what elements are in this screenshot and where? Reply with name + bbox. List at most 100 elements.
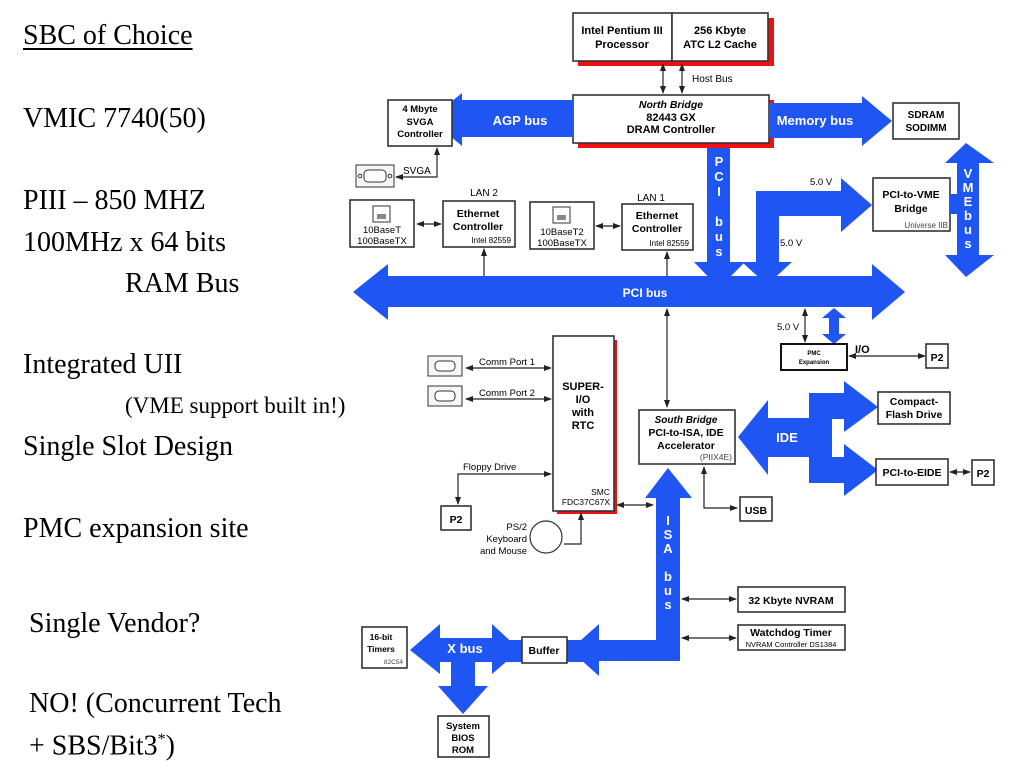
p2-label: P2: [931, 352, 944, 364]
vendor-answer-text: + SBS/Bit3: [29, 730, 158, 762]
usb-link: [701, 466, 738, 511]
timers-label-1: 16-bit: [370, 632, 393, 642]
pci-eide-box: [875, 458, 949, 486]
floppy-p2-label: P2: [450, 514, 463, 526]
lan2-controller-label-2: Controller: [453, 221, 503, 233]
pci-vme-bridge-label-1: PCI-to-VME: [882, 189, 939, 201]
bullet-slot: Single Slot Design: [23, 431, 234, 462]
super-io-label-4: RTC: [572, 420, 595, 432]
ps2-port-icon: [529, 520, 563, 554]
ethernet-jack-icon: [552, 206, 571, 224]
pmc-label-2: Expansion: [799, 360, 830, 366]
lan1-controller-label-2: Controller: [632, 223, 682, 235]
pci-bus-vertical-letter: P: [715, 154, 724, 169]
voltage-label-3: 5.0 V: [777, 322, 800, 333]
lan2-controller-box: [442, 200, 516, 248]
ps2-label-1: PS/2: [506, 522, 527, 533]
floppy-link: [455, 471, 552, 505]
svga-line: [395, 147, 440, 180]
isa-bus-vertical-letter: S: [664, 527, 673, 542]
pci-bus-vertical-letter: b: [715, 214, 723, 229]
voltage-label-2: 5.0 V: [780, 238, 803, 249]
bios-label-2: BIOS: [451, 733, 474, 744]
isa-buffer-arrowhead: [570, 624, 599, 676]
voltage-label-1: 5.0 V: [810, 177, 833, 188]
lan1-label: LAN 1: [637, 193, 665, 204]
p2-connector-box: [925, 343, 949, 369]
bullet-vendor-answer-1: NO! (Concurrent Tech: [29, 688, 282, 719]
isa-bus-vertical-letter: I: [666, 513, 670, 528]
buffer-label: Buffer: [529, 645, 560, 657]
ps2-label-2: Keyboard: [486, 534, 527, 545]
bios-box: [437, 715, 490, 758]
lan2-controller-label-1: Ethernet: [457, 208, 500, 220]
floppy-p2-box: [440, 505, 472, 531]
lan2-port-label-2: 100BaseTX: [357, 236, 407, 247]
vmebus-vertical-letter: b: [964, 208, 972, 223]
south-bridge-title: South Bridge: [655, 415, 718, 426]
vmebus-vertical-letter: s: [964, 236, 971, 251]
ethernet-jack-icon: [372, 205, 391, 223]
usb-label: USB: [745, 505, 768, 517]
super-io-label-3: with: [571, 407, 594, 419]
north-bridge-title: North Bridge: [639, 99, 703, 111]
svga-controller-box: [387, 99, 453, 147]
bios-label-1: System: [446, 721, 480, 732]
pmc-bus-arrow: [822, 308, 846, 344]
pci-vme-bridge-chip: Universe IIB: [904, 221, 948, 230]
pmc-expansion-box: [780, 343, 848, 371]
pci-bus-label: PCI bus: [623, 286, 668, 300]
lan1-controller-box: [621, 203, 694, 251]
pci-bus-vertical-letter: u: [715, 229, 723, 244]
watchdog-label: Watchdog Timer: [750, 627, 832, 639]
timers-chip: 82C54: [384, 659, 404, 666]
vmebus-arrow: [945, 143, 994, 277]
super-io-label-1: SUPER-: [562, 381, 604, 393]
memory-bus-arrow: [769, 96, 892, 146]
isa-bus-vertical-letter: b: [664, 569, 672, 584]
ide-bus-label: IDE: [776, 430, 798, 445]
x-bus-label: X bus: [447, 641, 482, 656]
north-bridge-chip: 82443 GX: [646, 112, 696, 124]
cache-label-2: ATC L2 Cache: [683, 39, 757, 51]
watchdog-box: [737, 624, 846, 651]
lan2-port-label-1: 10BaseT: [363, 225, 401, 236]
sdram-label-2: SODIMM: [905, 123, 946, 134]
lan1-port-label-1: 10BaseT2: [540, 227, 583, 238]
x-bus-arrow: [410, 624, 520, 714]
floppy-label: Floppy Drive: [463, 462, 516, 473]
compact-flash-label-2: Flash Drive: [886, 409, 943, 421]
watchdog-sub-label: NVRAM Controller DS1384: [746, 640, 837, 649]
sdram-box: [892, 102, 960, 140]
pci-bus-vertical-letter: s: [715, 244, 722, 259]
memory-bus-label: Memory bus: [777, 113, 854, 128]
bullet-cpu: PIII – 850 MHZ: [23, 185, 206, 216]
vendor-answer-close: ): [165, 730, 175, 762]
timers-box: [361, 626, 408, 669]
agp-bus-label: AGP bus: [493, 113, 548, 128]
processor-box: [572, 12, 673, 62]
bullet-ram-2: RAM Bus: [125, 268, 240, 299]
lan1-port-box: [529, 201, 595, 250]
vmebus-vertical-letter: V: [964, 166, 973, 181]
cpu-cache-block: Intel Pentium III Processor 256 Kbyte AT…: [572, 12, 774, 66]
lan1-port-label-2: 100BaseTX: [537, 238, 587, 249]
processor-label-2: Processor: [595, 39, 650, 51]
super-io-box: [552, 335, 615, 512]
comm-port-2-label: Comm Port 2: [479, 388, 535, 399]
vga-connector-icon: [355, 164, 395, 188]
vme-power-arrow: [742, 178, 872, 285]
svga-label: SVGA: [403, 166, 431, 177]
pci-bus-vertical-letter: C: [714, 169, 724, 184]
south-bridge-chip: (PIIX4E): [700, 452, 732, 462]
bullet-uii: Integrated UII: [23, 349, 183, 380]
bios-label-3: ROM: [452, 745, 474, 756]
south-bridge-label-2: Accelerator: [657, 440, 715, 452]
svga-controller-label-1: 4 Mbyte: [402, 104, 437, 115]
south-bridge-box: [638, 409, 736, 465]
pci-eide-label: PCI-to-EIDE: [883, 467, 942, 479]
south-bridge-label-1: PCI-to-ISA, IDE: [648, 427, 723, 439]
pci-vme-bridge-label-2: Bridge: [894, 203, 927, 215]
